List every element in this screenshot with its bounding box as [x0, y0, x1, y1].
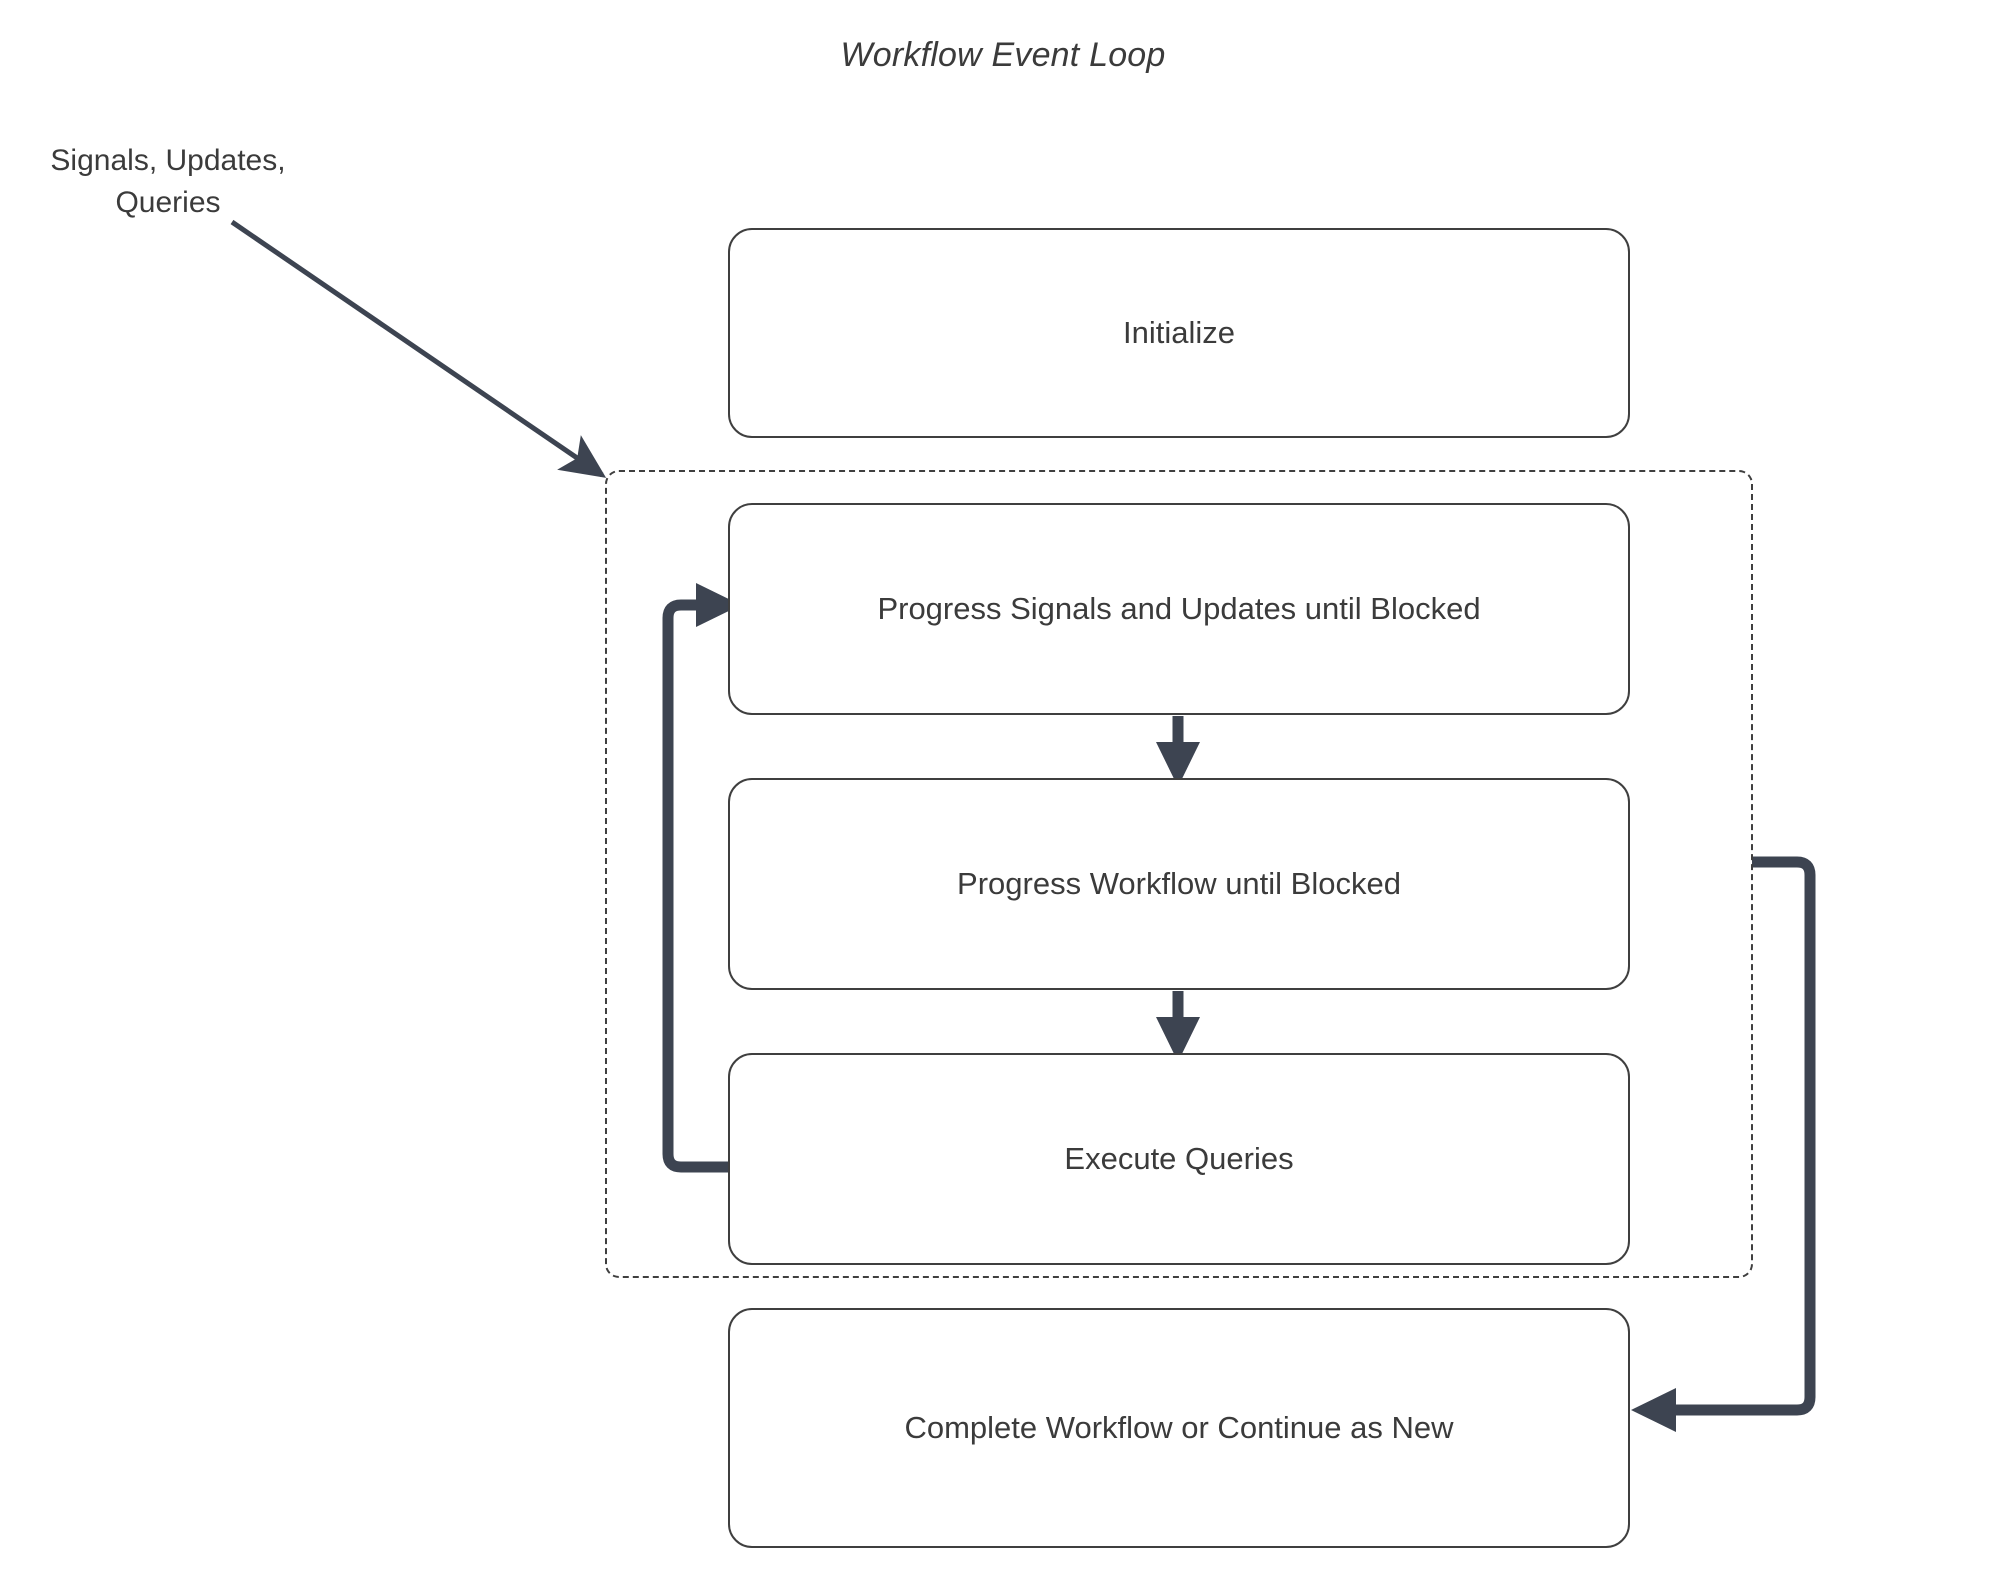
event-loop-group: [605, 470, 1753, 1278]
node-progress-signals-and-updates[interactable]: Progress Signals and Updates until Block…: [728, 503, 1630, 715]
edge-signals-to-loop: [230, 219, 607, 478]
node-initialize[interactable]: Initialize: [728, 228, 1630, 438]
page-title: Workflow Event Loop: [840, 36, 1166, 74]
node-progress-signals-label: Progress Signals and Updates until Block…: [877, 591, 1481, 626]
node-progress-workflow-label: Progress Workflow until Blocked: [957, 866, 1401, 901]
external-input-label-line1: Signals, Updates,: [50, 144, 286, 177]
node-complete-workflow-label: Complete Workflow or Continue as New: [904, 1410, 1454, 1445]
node-execute-queries[interactable]: Execute Queries: [728, 1053, 1630, 1265]
external-input-label: Signals, Updates, Queries: [18, 140, 318, 224]
node-progress-workflow[interactable]: Progress Workflow until Blocked: [728, 778, 1630, 990]
node-complete-workflow[interactable]: Complete Workflow or Continue as New: [728, 1308, 1630, 1548]
node-execute-queries-label: Execute Queries: [1064, 1141, 1294, 1176]
node-initialize-label: Initialize: [1123, 315, 1235, 350]
external-input-label-line2: Queries: [115, 186, 221, 219]
